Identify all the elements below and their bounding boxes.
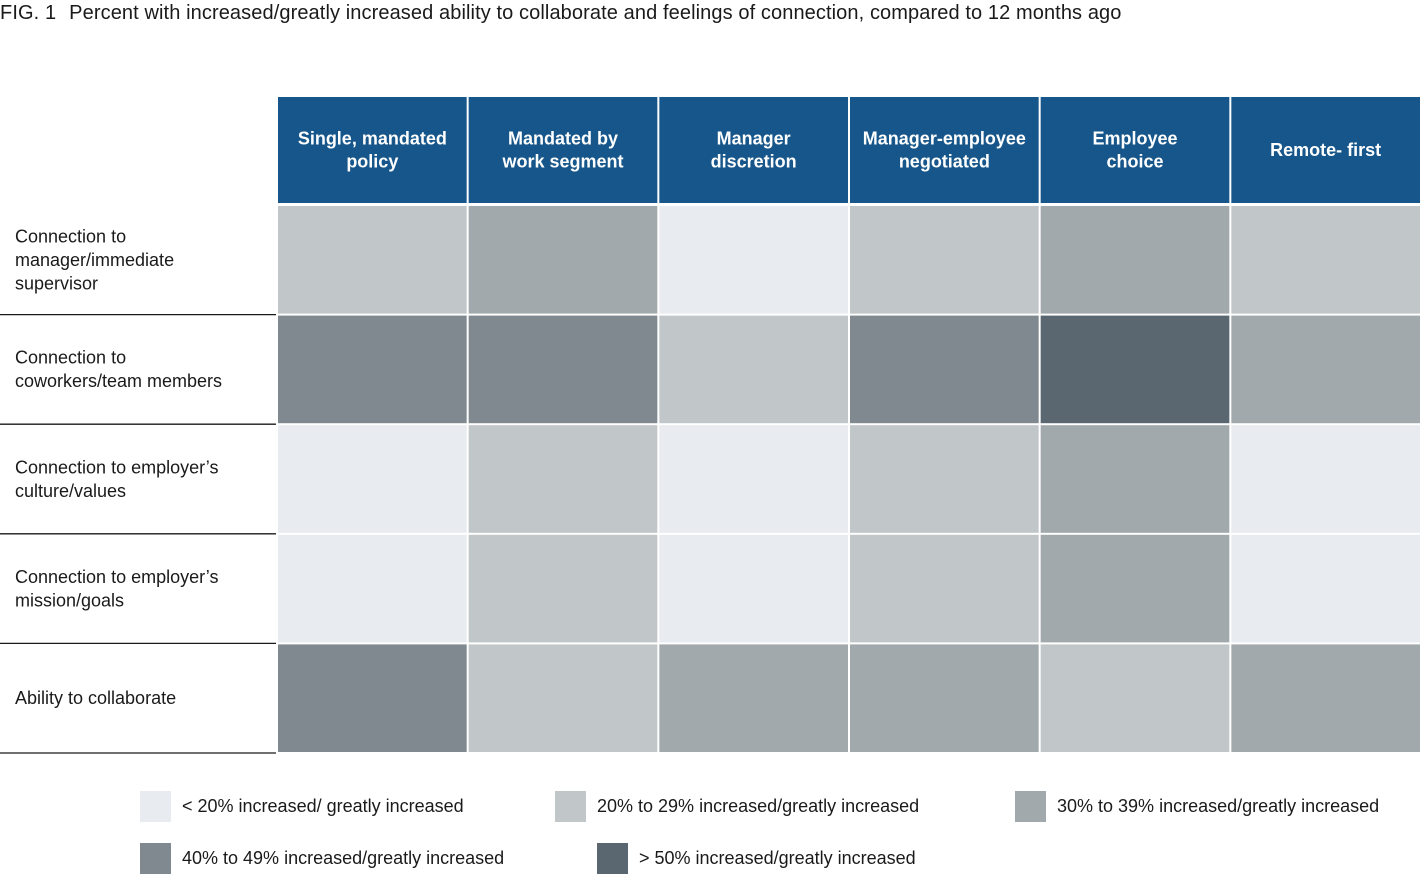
heatmap-cell-r1-c1 [278, 206, 467, 314]
column-header-cell-3 [659, 97, 848, 203]
column-header-label-4-line-2: negotiated [899, 152, 990, 172]
row-label-2-line-1: Connection to [15, 348, 126, 368]
heatmap-cell-r4-c1 [278, 534, 467, 643]
legend-swatch-4 [140, 843, 171, 874]
column-header-cell-5 [1040, 97, 1230, 203]
legend-label-1: < 20% increased/ greatly increased [182, 796, 464, 816]
legend-swatch-2 [555, 791, 586, 822]
column-header-label-2-line-2: work segment [501, 152, 623, 172]
heatmap-cell-r1-c2 [468, 206, 658, 314]
row-label-1-line-2: manager/immediate [15, 250, 174, 270]
heatmap-cell-r2-c4 [850, 315, 1039, 424]
column-header-cell-1 [278, 97, 467, 203]
row-label-4-line-1: Connection to employer’s [15, 567, 218, 587]
column-header-cell-6 [1231, 97, 1420, 203]
heatmap-cell-r3-c3 [659, 425, 848, 533]
legend-label-3: 30% to 39% increased/greatly increased [1057, 796, 1380, 816]
heatmap-cell-r4-c5 [1040, 534, 1230, 643]
column-header-label-6: Remote- first [1270, 140, 1381, 160]
legend-item-2: 20% to 29% increased/greatly increased [555, 791, 919, 822]
legend-item-1: < 20% increased/ greatly increased [140, 791, 464, 822]
column-header-label-2-line-1: Mandated by [508, 129, 618, 149]
heatmap-cell-r2-c2 [468, 315, 658, 424]
figure-title-text: Percent with increased/greatly increased… [69, 2, 1122, 24]
heatmap-cell-r3-c5 [1040, 425, 1230, 533]
heatmap-cell-r4-c6 [1231, 534, 1420, 643]
heatmap-cell-r3-c2 [468, 425, 658, 533]
heatmap-cell-r3-c1 [278, 425, 467, 533]
row-label-4-line-2: mission/goals [15, 590, 124, 610]
figure-label: FIG. 1 [0, 2, 57, 24]
heatmap-cell-r2-c1 [278, 315, 467, 424]
column-header-label-1-line-2: policy [346, 152, 398, 172]
heatmap-cell-r3-c6 [1231, 425, 1420, 533]
column-header-label-4-line-1: Manager-employee [863, 129, 1026, 149]
heatmap-cell-r5-c4 [850, 644, 1039, 752]
column-header-label-3-line-2: discretion [711, 152, 797, 172]
column-header-label-5-line-1: Employee [1092, 129, 1177, 149]
heatmap-cell-r5-c2 [468, 644, 658, 752]
column-header-label-3-line-1: Manager [717, 129, 791, 149]
column-header-label-5-line-2: choice [1106, 152, 1163, 172]
column-header-label-1-line-1: Single, mandated [298, 129, 447, 149]
heatmap-cell-r5-c3 [659, 644, 848, 752]
legend-label-4: 40% to 49% increased/greatly increased [182, 848, 505, 868]
row-label-3-line-1: Connection to employer’s [15, 457, 218, 477]
legend-item-3: 30% to 39% increased/greatly increased [1015, 791, 1379, 822]
legend-label-2: 20% to 29% increased/greatly increased [597, 796, 920, 816]
legend-item-4: 40% to 49% increased/greatly increased [140, 843, 504, 874]
row-label-5: Ability to collaborate [15, 688, 176, 708]
heatmap-cell-r2-c6 [1231, 315, 1420, 424]
figure-title: FIG. 1 Percent with increased/greatly inc… [0, 2, 1122, 25]
legend-swatch-5 [597, 843, 628, 874]
row-label-1-line-3: supervisor [15, 273, 98, 293]
heatmap-cell-r1-c3 [659, 206, 848, 314]
heatmap-cell-r4-c4 [850, 534, 1039, 643]
heatmap-cell-r4-c2 [468, 534, 658, 643]
legend-item-5: > 50% increased/greatly increased [597, 843, 916, 874]
row-label-1-line-1: Connection to [15, 226, 126, 246]
heatmap-cell-r5-c6 [1231, 644, 1420, 752]
heatmap-cell-r3-c4 [850, 425, 1039, 533]
column-header-cell-4 [850, 97, 1039, 203]
heatmap-cell-r1-c4 [850, 206, 1039, 314]
heatmap-cell-r1-c6 [1231, 206, 1420, 314]
heatmap-cell-r5-c1 [278, 644, 467, 752]
heatmap-cell-r2-c3 [659, 315, 848, 424]
legend-swatch-3 [1015, 791, 1046, 822]
row-label-2-line-2: coworkers/team members [15, 371, 222, 391]
heatmap-cell-r4-c3 [659, 534, 848, 643]
heatmap-cell-r1-c5 [1040, 206, 1230, 314]
row-label-3-line-2: culture/values [15, 481, 126, 501]
heatmap-cell-r5-c5 [1040, 644, 1230, 752]
legend-label-5: > 50% increased/greatly increased [639, 848, 916, 868]
legend-swatch-1 [140, 791, 171, 822]
column-header-cell-2 [468, 97, 658, 203]
heatmap-cell-r2-c5 [1040, 315, 1230, 424]
